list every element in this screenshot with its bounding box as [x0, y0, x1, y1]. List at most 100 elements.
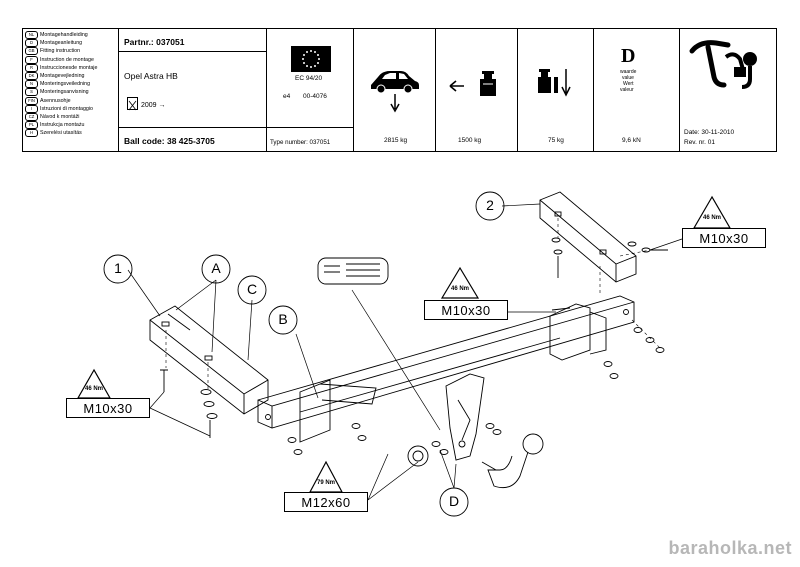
- language-label: Szerelési utasítás: [40, 130, 82, 137]
- ball-code: Ball code: 38 425-3705: [124, 136, 215, 146]
- car-weight-icon: [371, 71, 419, 113]
- callout-b: B: [278, 311, 288, 327]
- d-label-3: Wert: [623, 81, 634, 87]
- language-code: NL: [25, 31, 38, 40]
- d-label-4: valeur: [620, 87, 634, 93]
- vertical-load-cell: 75 kg: [518, 29, 594, 151]
- language-code: N: [25, 80, 38, 89]
- ball-neck: [481, 433, 544, 489]
- type-number: Type number: 037051: [270, 139, 331, 146]
- d-value: 9,6 kN: [622, 137, 641, 144]
- callout-a: A: [211, 260, 221, 276]
- trailer-mass: 1500 kg: [458, 137, 482, 144]
- leader-lines: [127, 203, 715, 501]
- side-plate-left: [299, 379, 377, 443]
- language-code: FIN: [25, 96, 38, 105]
- language-label: Fitting instruction: [40, 48, 81, 55]
- language-code: H: [25, 129, 38, 138]
- approval-number: 00-4076: [303, 93, 327, 100]
- language-code: DK: [25, 72, 38, 81]
- neck-bracket: [445, 373, 485, 461]
- language-code: CZ: [25, 112, 38, 121]
- language-code: I: [25, 104, 38, 113]
- bolts-center: [351, 423, 502, 455]
- bolt-label-bottom: M12x60: [284, 492, 368, 512]
- language-label: Istruzioni di montaggio: [40, 105, 93, 112]
- callout-d: D: [448, 493, 460, 509]
- vertical-load: 75 kg: [548, 137, 564, 144]
- d-value-cell: D waarde value Wert valeur 9,6 kN: [594, 29, 680, 151]
- towbar-logo-icon: [689, 40, 757, 89]
- torque-left: 46 Nm: [84, 386, 103, 392]
- part-number: Partnr.: 037051: [124, 37, 185, 47]
- right-bracket: [539, 191, 637, 283]
- language-code: S: [25, 88, 38, 97]
- d-label-1: waarde: [620, 69, 637, 75]
- d-label-2: value: [622, 75, 634, 81]
- language-label: Monteringsanvisning: [40, 89, 89, 96]
- date: Date: 30-11-2010: [684, 129, 735, 136]
- callout-c: C: [246, 281, 258, 297]
- model-year: 2009 →: [141, 102, 166, 109]
- logo-date-cell: Date: 30-11-2010 Rev. nr. 01: [680, 29, 778, 151]
- bolt-label-left: M10x30: [66, 398, 150, 418]
- ec-directive: EC 94/20: [295, 75, 323, 82]
- language-label: Asennusohje: [40, 97, 71, 104]
- torque-right: 46 Nm: [702, 215, 721, 221]
- torque-bottom: 79 Nm: [316, 480, 335, 486]
- car-model: Opel Astra HB: [124, 71, 178, 81]
- d-symbol: D: [621, 45, 636, 67]
- vehicle-mass-cell: 2815 kg: [354, 29, 436, 151]
- socket-plate: [407, 445, 429, 467]
- revision: Rev. nr. 01: [684, 139, 715, 146]
- language-code: D: [25, 39, 38, 48]
- language-label: Instrukcja montażu: [40, 122, 85, 129]
- vehicle-info-cell: Partnr.: 037051 Opel Astra HB 2009 → Bal…: [119, 29, 267, 151]
- vertical-load-icon: [538, 69, 571, 97]
- callout-1: 1: [114, 260, 122, 276]
- language-code: R: [25, 63, 38, 72]
- language-label: Instruccionesde montaje: [40, 64, 98, 71]
- callout-2: 2: [486, 197, 494, 213]
- approval-cell: EC 94/20 e4 00-4076 Type number: 037051: [267, 29, 354, 151]
- watermark: baraholka.net: [668, 538, 792, 558]
- assembly-lines: [165, 218, 661, 390]
- language-label: Monteringsveiledning: [40, 81, 91, 88]
- language-label: Montagevejledning: [40, 73, 85, 80]
- bolts-left: [160, 369, 303, 455]
- bolt-label-right: M10x30: [682, 228, 766, 248]
- callout-circles: [103, 191, 505, 517]
- type-plate: [317, 257, 389, 285]
- side-plate-right: [549, 303, 607, 361]
- left-bracket: [149, 305, 269, 415]
- language-code: GB: [25, 47, 38, 56]
- eu-flag-icon: [291, 46, 331, 72]
- language-code: F: [25, 55, 38, 64]
- language-label: Montageanleitung: [40, 40, 83, 47]
- calendar-icon: [127, 97, 138, 111]
- language-label: Instruction de montage: [40, 56, 94, 63]
- approval-prefix: e4: [283, 93, 291, 100]
- vehicle-mass: 2815 kg: [384, 137, 408, 144]
- trailer-weight-icon: [449, 71, 496, 96]
- torque-center: 46 Nm: [450, 286, 469, 292]
- trailer-mass-cell: 1500 kg: [436, 29, 518, 151]
- language-code: PL: [25, 121, 38, 130]
- bolts-right: [551, 237, 668, 379]
